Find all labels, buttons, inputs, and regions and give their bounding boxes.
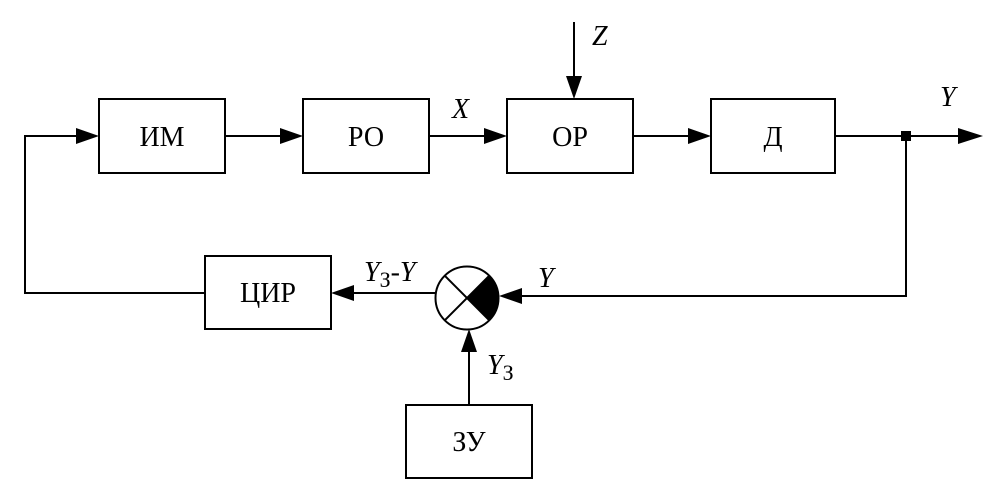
block-tsir-label: ЦИР xyxy=(240,278,296,309)
block-or-label: ОР xyxy=(552,122,588,153)
arrowhead-to-tsir xyxy=(331,285,354,301)
comparator-element xyxy=(434,265,500,331)
arrowhead-setpoint xyxy=(461,329,477,352)
signal-label-error: YЗ-Y xyxy=(364,257,419,292)
arrowhead-to-or xyxy=(484,128,507,144)
comparator-filled-sector xyxy=(467,275,499,321)
block-ro-label: РО xyxy=(348,122,384,153)
line-feedback xyxy=(522,136,907,297)
line-loop-return xyxy=(24,135,205,294)
comparator-circle xyxy=(434,265,500,331)
signal-label-error-suffix: -Y xyxy=(391,257,419,288)
signal-label-y-feedback: Y xyxy=(538,263,557,294)
block-d-label: Д xyxy=(763,122,782,153)
signal-label-y-output: Y xyxy=(940,82,959,113)
signal-label-setpoint-subscript: З xyxy=(503,360,514,385)
signal-label-x: X xyxy=(451,94,470,125)
arrowhead-output xyxy=(958,128,983,144)
block-zu: ЗУ xyxy=(405,404,533,479)
arrowhead-to-im xyxy=(76,128,99,144)
block-im: ИМ xyxy=(98,98,226,174)
arrowhead-disturbance xyxy=(566,76,582,99)
signal-label-setpoint: YЗ xyxy=(487,350,514,385)
arrowhead-to-comparator xyxy=(499,288,522,304)
block-ro: РО xyxy=(302,98,430,174)
block-im-label: ИМ xyxy=(139,122,184,153)
arrowhead-to-d xyxy=(688,128,711,144)
block-tsir: ЦИР xyxy=(204,255,332,330)
block-zu-label: ЗУ xyxy=(452,427,485,458)
signal-label-error-main: Y xyxy=(364,257,383,288)
comparator-cross-2 xyxy=(444,275,490,321)
arrowhead-to-ro xyxy=(280,128,303,144)
signal-label-setpoint-main: Y xyxy=(487,350,506,381)
block-or: ОР xyxy=(506,98,634,174)
signal-label-z: Z xyxy=(592,21,608,52)
signal-label-error-subscript: З xyxy=(380,267,391,292)
block-d: Д xyxy=(710,98,836,174)
